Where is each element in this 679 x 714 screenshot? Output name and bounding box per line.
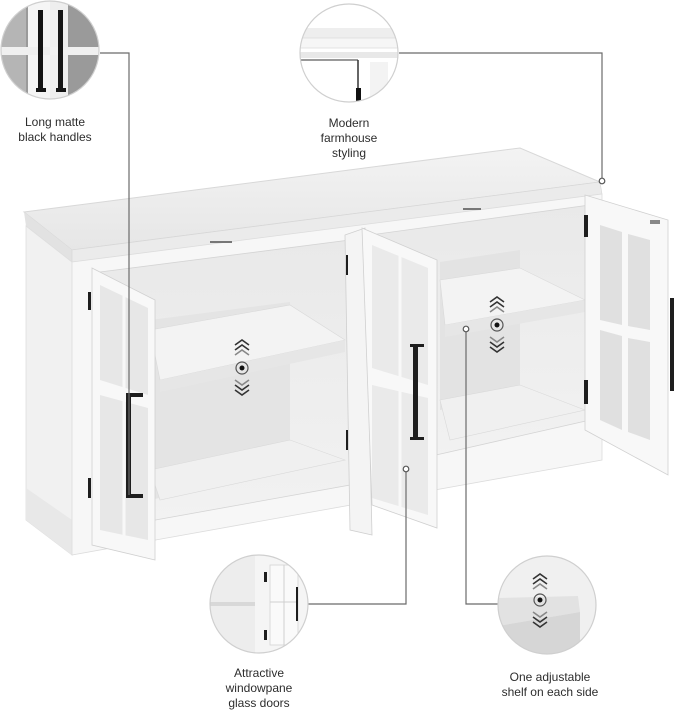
shelf-adjust-indicator-right <box>489 296 505 353</box>
glass-door-right-outer <box>584 194 674 476</box>
adjustable-shelf-detail-icon <box>497 555 597 655</box>
label-line: farmhouse <box>320 131 378 145</box>
callout-lines <box>100 52 603 605</box>
glass-door-left-outer <box>88 267 156 561</box>
callout-label-doors: Attractive windowpane glass doors <box>207 666 311 711</box>
crown-molding-detail-icon <box>299 3 399 103</box>
callout-label-handles: Long matte black handles <box>0 115 110 145</box>
label-line: One adjustable <box>509 670 591 684</box>
label-line: windowpane <box>225 681 293 695</box>
label-line: shelf on each side <box>501 685 599 699</box>
label-line: Long matte <box>24 115 86 129</box>
door-handle <box>413 344 418 440</box>
label-line: Modern <box>328 116 370 130</box>
door-handle <box>670 298 674 391</box>
label-line: glass doors <box>228 696 290 710</box>
shelf-adjust-indicator-left <box>234 339 250 396</box>
label-line: black handles <box>18 130 92 144</box>
callout-label-styling: Modern farmhouse styling <box>297 116 401 161</box>
handle-detail-icon <box>0 0 100 100</box>
label-line: styling <box>331 146 366 160</box>
cabinet-body <box>22 147 603 556</box>
label-line: Attractive <box>233 666 284 680</box>
callout-anchor-dots <box>402 177 606 473</box>
callout-label-shelf: One adjustable shelf on each side <box>480 670 620 700</box>
glass-door-center-right <box>361 227 438 529</box>
glass-door-detail-icon <box>209 554 309 654</box>
